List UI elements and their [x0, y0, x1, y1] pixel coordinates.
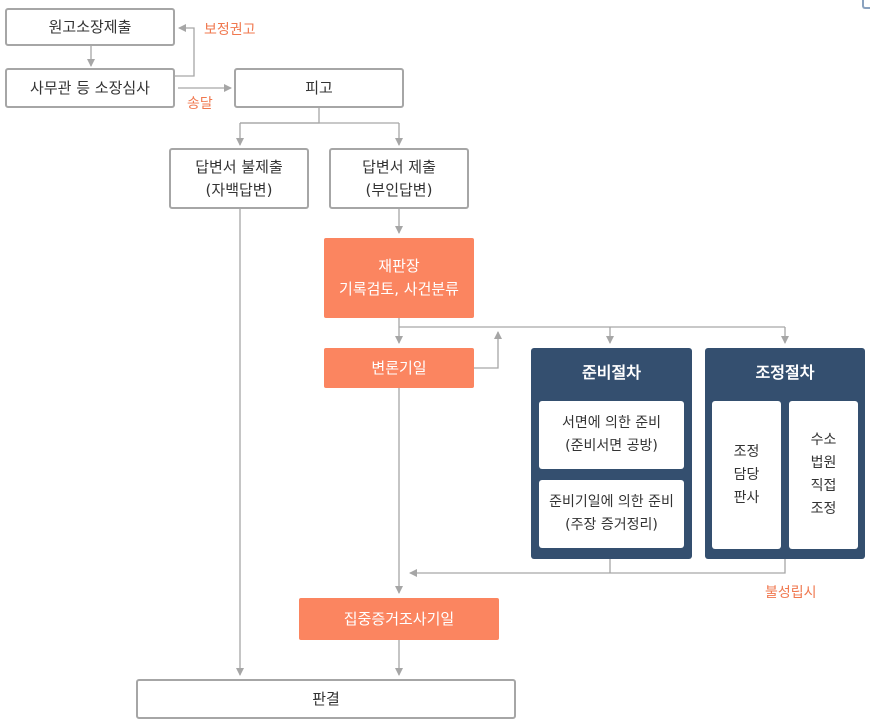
node-pleading-date: 변론기일	[324, 348, 474, 388]
mediation-court-line3: 직접	[810, 478, 837, 494]
mediation-judge-line1: 조정	[733, 443, 760, 460]
panel-mediation: 조정절차 조정 담당 판사 수소 법원 직접 조정	[705, 348, 865, 559]
node-complaint: 원고소장제출	[5, 8, 175, 46]
label-delivery: 송달	[187, 96, 213, 112]
node-review-label: 사무관 등 소장심사	[30, 78, 150, 97]
node-intensive-evidence-label: 집중증거조사기일	[343, 609, 455, 628]
prep-written-line1: 서면에 의한 준비	[561, 415, 662, 431]
node-no-answer-line1: 답변서 불제출	[195, 157, 283, 176]
node-presiding-line1: 재판장	[378, 257, 420, 275]
node-presiding-line2: 기록검토, 사건분류	[339, 280, 459, 298]
mediation-judge-line2: 담당	[733, 466, 760, 483]
node-no-answer: 답변서 불제출 (자백답변)	[169, 148, 309, 209]
corner-bracket-icon	[862, 0, 870, 9]
prep-hearing: 준비기일에 의한 준비 (주장 증거정리)	[539, 480, 684, 548]
panel-preparation-title: 준비절차	[582, 363, 641, 382]
mediation-court-line2: 법원	[810, 455, 837, 471]
prep-written: 서면에 의한 준비 (준비서면 공방)	[539, 401, 684, 469]
node-defendant-label: 피고	[305, 78, 333, 97]
node-no-answer-line2: (자백답변)	[205, 180, 273, 199]
node-judgment-label: 판결	[312, 689, 340, 708]
panel-mediation-title: 조정절차	[755, 363, 815, 382]
label-failed: 불성립시	[765, 585, 817, 601]
node-judgment: 판결	[136, 679, 516, 719]
mediation-court-line1: 수소	[810, 432, 837, 448]
label-correction: 보정권고	[204, 22, 256, 38]
arrow-failed-return	[409, 559, 786, 577]
prep-hearing-line2: (주장 증거정리)	[565, 517, 658, 533]
node-presiding-judge: 재판장 기록검토, 사건분류	[324, 238, 474, 318]
mediation-court-line4: 조정	[810, 501, 837, 517]
node-answer: 답변서 제출 (부인답변)	[329, 148, 469, 209]
node-answer-line2: (부인답변)	[365, 180, 433, 199]
arrow-pleading-loop	[474, 331, 502, 369]
node-complaint-label: 원고소장제출	[48, 17, 132, 36]
mediation-court: 수소 법원 직접 조정	[789, 401, 858, 549]
prep-hearing-line1: 준비기일에 의한 준비	[549, 494, 674, 510]
node-intensive-evidence: 집중증거조사기일	[299, 598, 499, 640]
node-answer-line1: 답변서 제출	[362, 157, 436, 176]
prep-written-line2: (준비서면 공방)	[565, 438, 658, 454]
mediation-judge: 조정 담당 판사	[712, 401, 781, 549]
arrow-defendant-split	[240, 107, 320, 124]
panel-preparation: 준비절차 서면에 의한 준비 (준비서면 공방) 준비기일에 의한 준비 (주장…	[531, 348, 692, 559]
node-defendant: 피고	[234, 68, 404, 108]
node-pleading-date-label: 변론기일	[371, 358, 427, 377]
mediation-judge-line3: 판사	[733, 489, 760, 506]
node-review: 사무관 등 소장심사	[5, 68, 175, 108]
